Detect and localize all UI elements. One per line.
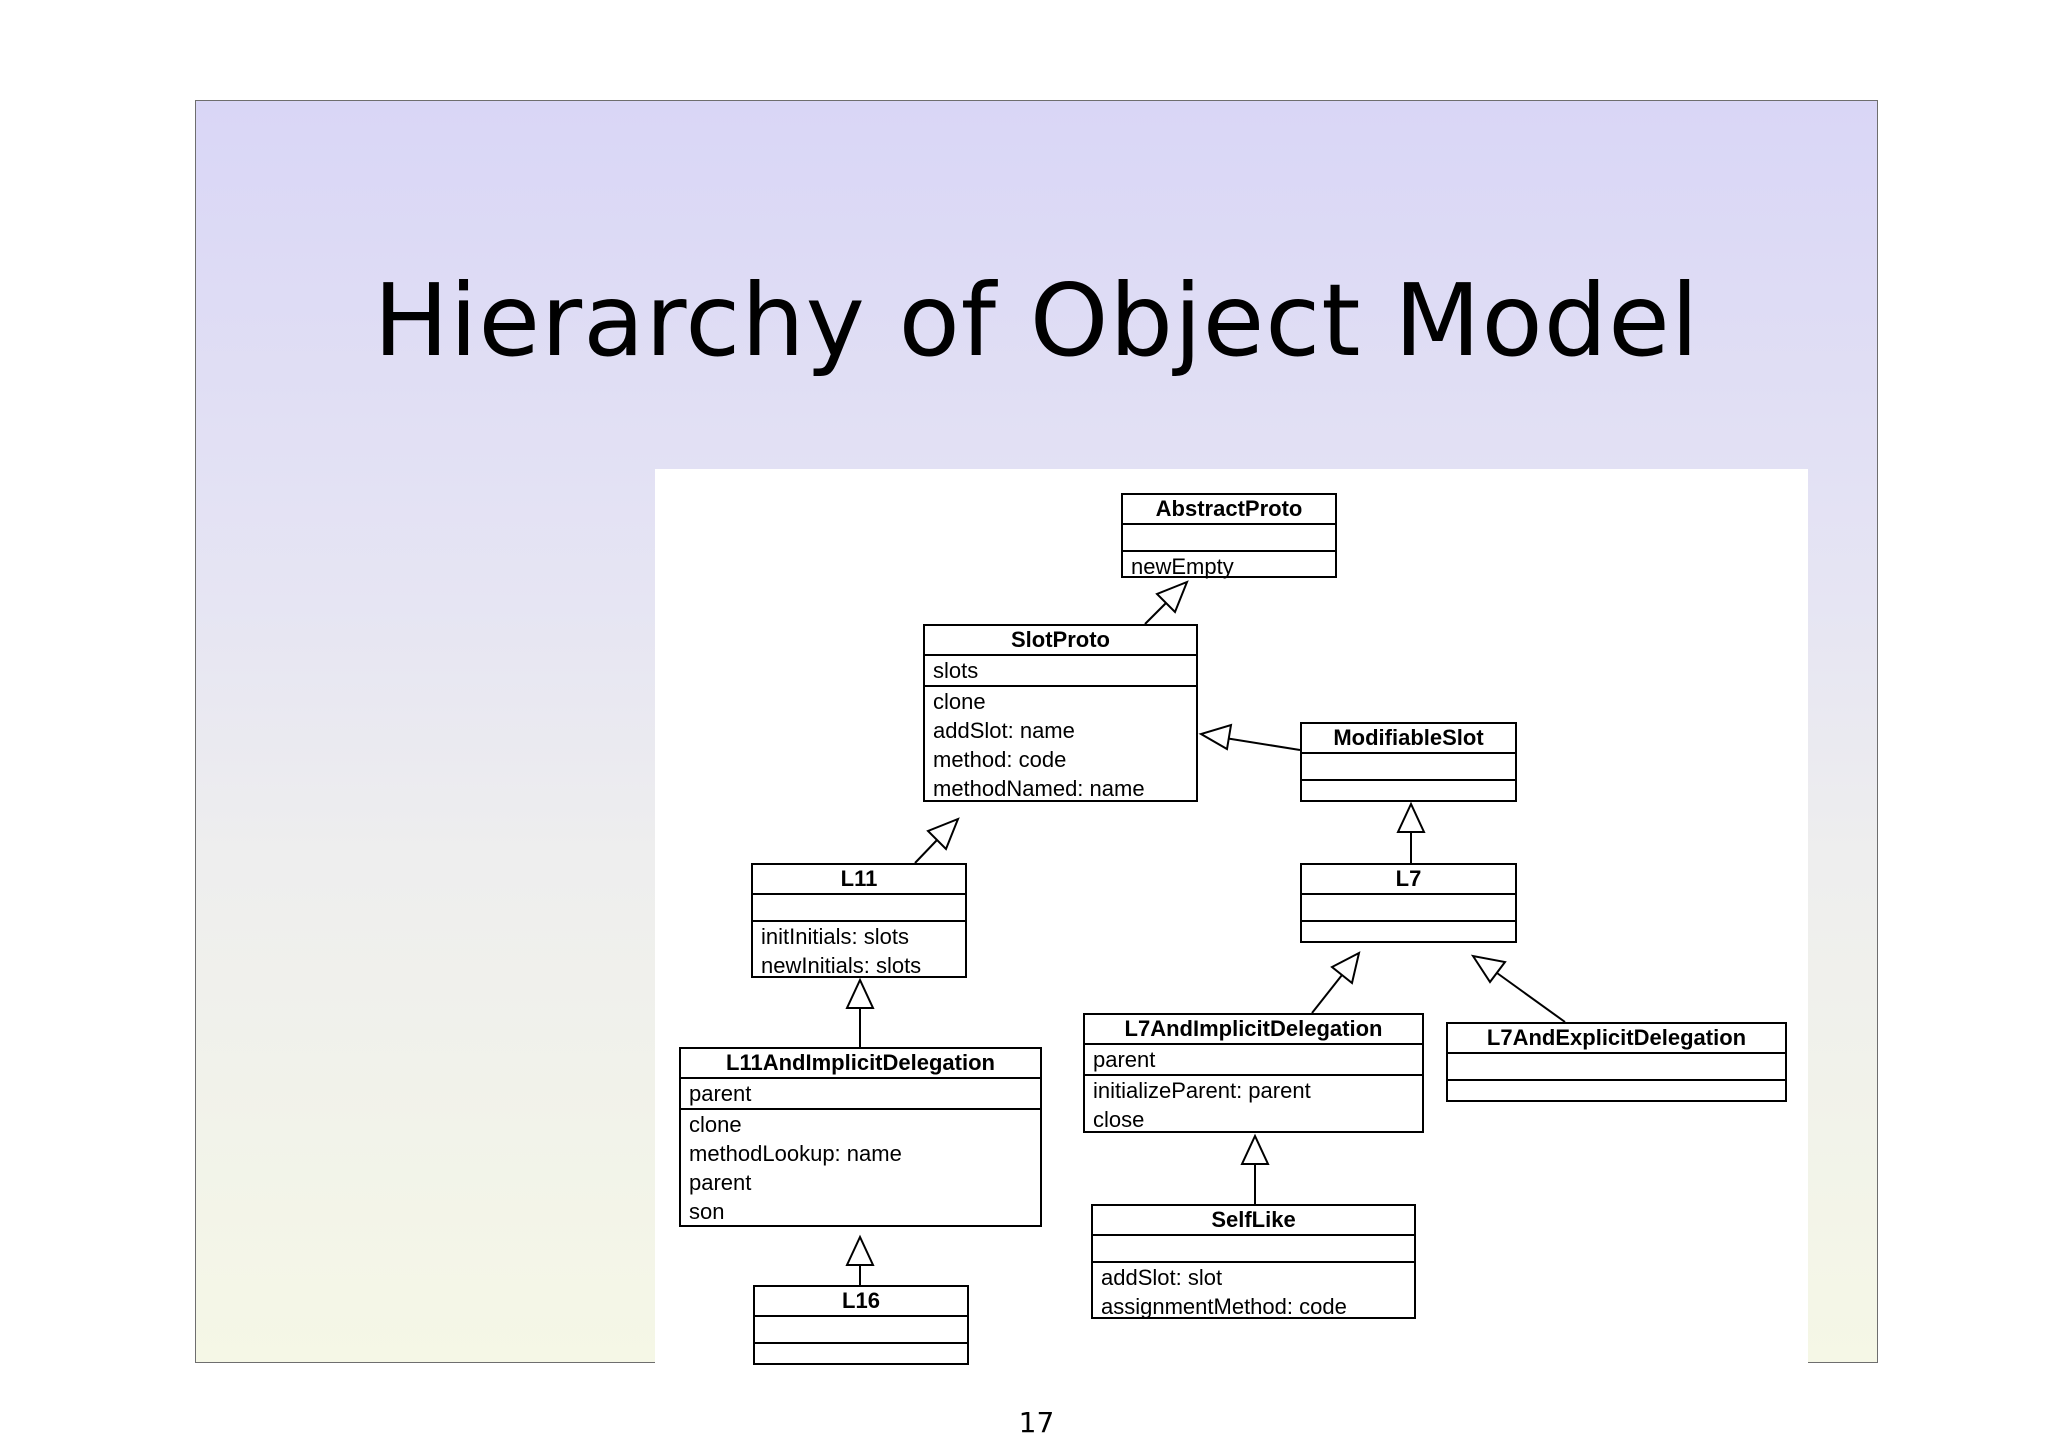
operation: methodLookup: name	[689, 1141, 902, 1166]
class-name: L16	[755, 1287, 967, 1317]
operations-compartment: clone addSlot: name method: code methodN…	[925, 687, 1196, 803]
attributes-compartment: slots	[925, 656, 1196, 687]
class-name: L7AndImplicitDelegation	[1085, 1015, 1422, 1045]
class-name: L11AndImplicitDelegation	[681, 1049, 1040, 1079]
uml-class-diagram: AbstractProto newEmpty SlotProto slots c…	[655, 469, 1808, 1387]
class-slotproto: SlotProto slots clone addSlot: name meth…	[923, 624, 1198, 802]
class-l7andexplicitdelegation: L7AndExplicitDelegation	[1446, 1022, 1787, 1102]
edge-l7explicit-l7	[1496, 972, 1566, 1023]
operation: addSlot: name	[933, 718, 1075, 743]
operation: initializeParent: parent	[1093, 1078, 1311, 1103]
operations-compartment	[1302, 781, 1515, 806]
class-modifiableslot: ModifiableSlot	[1300, 722, 1517, 802]
attributes-compartment	[1448, 1054, 1785, 1081]
page-number: 17	[1018, 1406, 1055, 1439]
operations-compartment: initializeParent: parent close	[1085, 1076, 1422, 1134]
attribute: parent	[1093, 1047, 1156, 1072]
operation: close	[1093, 1107, 1145, 1132]
class-name: ModifiableSlot	[1302, 724, 1515, 754]
operation: newEmpty	[1131, 554, 1234, 579]
operation: son	[689, 1199, 725, 1224]
attributes-compartment	[1123, 525, 1335, 552]
operations-compartment	[1302, 922, 1515, 947]
class-abstractproto: AbstractProto newEmpty	[1121, 493, 1337, 581]
operations-compartment	[1448, 1081, 1785, 1106]
operation: methodNamed: name	[933, 776, 1145, 801]
class-name: SlotProto	[925, 626, 1196, 656]
attributes-compartment	[1302, 754, 1515, 781]
class-name: SelfLike	[1093, 1206, 1414, 1236]
operations-compartment: addSlot: slot assignmentMethod: code	[1093, 1263, 1414, 1321]
operation: clone	[933, 689, 986, 714]
attributes-compartment: parent	[681, 1079, 1040, 1110]
operation: newInitials: slots	[761, 953, 922, 978]
operation: method: code	[933, 747, 1067, 772]
attributes-compartment	[1302, 895, 1515, 922]
edge-l11-slotproto	[914, 839, 938, 864]
attribute: parent	[689, 1081, 752, 1106]
class-l7: L7	[1300, 863, 1517, 943]
class-name: AbstractProto	[1123, 495, 1335, 525]
operations-compartment: newEmpty	[1123, 552, 1335, 581]
operation: addSlot: slot	[1101, 1265, 1223, 1290]
operation: clone	[689, 1112, 742, 1137]
class-name: L11	[753, 865, 965, 895]
class-name: L7	[1302, 865, 1515, 895]
operations-compartment	[755, 1344, 967, 1369]
operations-compartment: clone methodLookup: name parent son	[681, 1110, 1040, 1226]
class-selflike: SelfLike addSlot: slot assignmentMethod:…	[1091, 1204, 1416, 1319]
attributes-compartment: parent	[1085, 1045, 1422, 1076]
class-l16: L16	[753, 1285, 969, 1365]
operation: parent	[689, 1170, 752, 1195]
edge-modifiableslot-slotproto	[1224, 737, 1301, 751]
attribute: slots	[933, 658, 979, 683]
attributes-compartment	[1093, 1236, 1414, 1263]
class-l11andimplicitdelegation: L11AndImplicitDelegation parent clone me…	[679, 1047, 1042, 1227]
class-name: L7AndExplicitDelegation	[1448, 1024, 1785, 1054]
slide: Hierarchy of Object Model	[195, 100, 1878, 1439]
operation: assignmentMethod: code	[1101, 1294, 1347, 1319]
slide-title: Hierarchy of Object Model	[373, 262, 1700, 379]
inheritance-edges	[845, 580, 1566, 1285]
class-l11: L11 initInitials: slots newInitials: slo…	[751, 863, 967, 978]
operation: initInitials: slots	[761, 924, 909, 949]
edge-l7implicit-l7	[1311, 974, 1343, 1014]
class-l7andimplicitdelegation: L7AndImplicitDelegation parent initializ…	[1083, 1013, 1424, 1133]
edge-slotproto-abstractproto	[1144, 602, 1167, 625]
attributes-compartment	[753, 895, 965, 922]
operations-compartment: initInitials: slots newInitials: slots	[753, 922, 965, 980]
attributes-compartment	[755, 1317, 967, 1344]
